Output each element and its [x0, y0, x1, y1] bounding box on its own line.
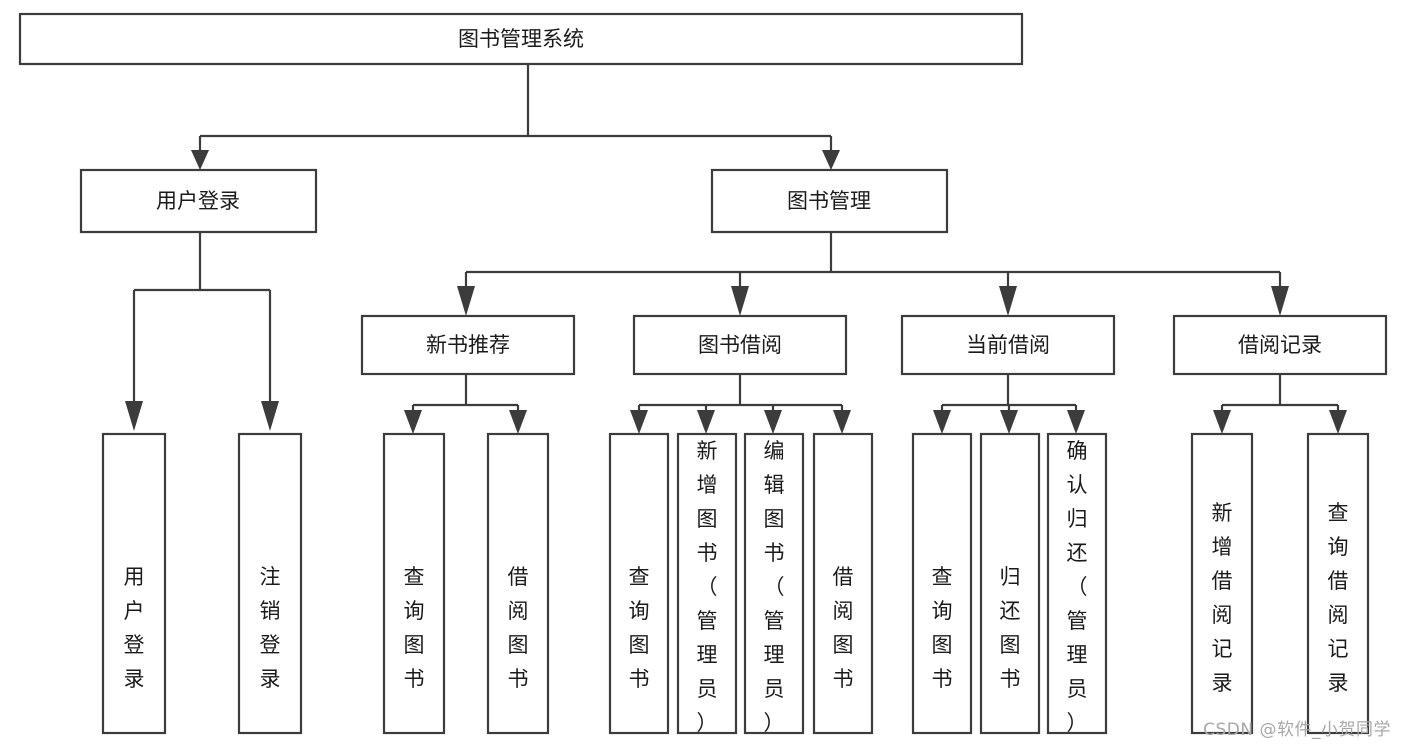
arrow-to-userlogin [191, 150, 209, 170]
arrow-newbook-leaf-2 [509, 410, 527, 434]
leaf-current-borrow-1[interactable]: 查询图书 [911, 432, 973, 735]
leaf-current-borrow-3-label: 确认归还（管理员） [1067, 439, 1088, 735]
leaf-current-borrow-2-box[interactable] [979, 432, 1041, 735]
arrow-borrowrecord-leaf-2 [1329, 410, 1347, 434]
node-root-box[interactable] [18, 12, 1024, 66]
leaf-book-borrow-3-label: 编辑图书（管理员） [764, 439, 785, 735]
node-book-borrow-box[interactable] [632, 314, 848, 376]
node-book-management-label: 图书管理 [787, 189, 871, 213]
node-borrow-record-label: 借阅记录 [1238, 333, 1322, 357]
edges-layer [125, 64, 1347, 434]
leaf-book-borrow-2[interactable]: 新增图书（管理员） [676, 432, 738, 735]
node-root-label: 图书管理系统 [458, 27, 584, 51]
leaf-borrow-record-2[interactable]: 查询借阅记录 [1306, 432, 1370, 735]
leaf-new-book-2[interactable]: 借阅图书 [486, 432, 550, 735]
node-user-login[interactable]: 用户登录 [79, 168, 318, 234]
arrow-bookborrow-leaf-3 [764, 410, 782, 434]
arrow-userlogin-leaf-1 [125, 401, 143, 431]
leaf-book-borrow-3[interactable]: 编辑图书（管理员） [743, 432, 805, 735]
leaf-book-borrow-1-box[interactable] [608, 432, 670, 735]
leaf-current-borrow-3-box[interactable] [1046, 432, 1108, 735]
arrow-currentborrow-leaf-3 [1067, 410, 1085, 434]
node-book-management[interactable]: 图书管理 [710, 168, 949, 234]
node-user-login-label: 用户登录 [156, 189, 240, 213]
arrow-to-bookmgmt [822, 150, 840, 170]
leaf-book-borrow-2-box[interactable] [676, 432, 738, 735]
arrow-currentborrow-leaf-1 [933, 410, 951, 434]
node-current-borrow[interactable]: 当前借阅 [900, 314, 1116, 376]
leaf-borrow-record-1-label: 新增借阅记录 [1212, 501, 1233, 695]
leaf-current-borrow-3[interactable]: 确认归还（管理员） [1046, 432, 1108, 735]
arrow-to-bookborrow [731, 286, 749, 316]
leaf-user-login-1-box[interactable] [101, 432, 167, 735]
leaf-borrow-record-2-label: 查询借阅记录 [1328, 501, 1349, 695]
arrow-to-newbook [457, 286, 475, 316]
arrow-bookborrow-leaf-2 [697, 410, 715, 434]
arrow-borrowrecord-leaf-1 [1213, 410, 1231, 434]
leaf-user-login-1-label: 用户登录 [124, 565, 145, 691]
leaf-book-borrow-4-label: 借阅图书 [833, 565, 854, 691]
leaf-current-borrow-2-label: 归还图书 [1000, 565, 1021, 691]
node-borrow-record-box[interactable] [1172, 314, 1388, 376]
leaf-book-borrow-3-box[interactable] [743, 432, 805, 735]
node-borrow-record[interactable]: 借阅记录 [1172, 314, 1388, 376]
arrow-userlogin-leaf-2 [261, 401, 279, 431]
arrow-to-borrowrecord [1271, 286, 1289, 316]
leaf-new-book-2-label: 借阅图书 [508, 565, 529, 691]
leaf-current-borrow-2[interactable]: 归还图书 [979, 432, 1041, 735]
leaf-book-borrow-2-label: 新增图书（管理员） [697, 439, 718, 735]
arrow-bookborrow-leaf-1 [630, 410, 648, 434]
node-current-borrow-box[interactable] [900, 314, 1116, 376]
arrow-to-currentborrow [999, 286, 1017, 316]
csdn-watermark: CSDN @软件_小贺同学 [1203, 720, 1391, 740]
node-new-book-recommend-box[interactable] [360, 314, 576, 376]
node-user-login-box[interactable] [79, 168, 318, 234]
arrow-newbook-leaf-1 [404, 410, 422, 434]
leaf-new-book-2-box[interactable] [486, 432, 550, 735]
node-new-book-recommend[interactable]: 新书推荐 [360, 314, 576, 376]
node-book-management-box[interactable] [710, 168, 949, 234]
leaf-user-login-2[interactable]: 注销登录 [237, 432, 303, 735]
arrow-bookborrow-leaf-4 [833, 410, 851, 434]
node-new-book-recommend-label: 新书推荐 [426, 333, 510, 357]
node-current-borrow-label: 当前借阅 [966, 333, 1050, 357]
leaf-borrow-record-2-box[interactable] [1306, 432, 1370, 735]
leaf-new-book-1[interactable]: 查询图书 [382, 432, 446, 735]
leaf-new-book-1-box[interactable] [382, 432, 446, 735]
leaf-user-login-2-box[interactable] [237, 432, 303, 735]
leaf-user-login-1[interactable]: 用户登录 [101, 432, 167, 735]
node-book-borrow-label: 图书借阅 [698, 333, 782, 357]
leaf-book-borrow-1[interactable]: 查询图书 [608, 432, 670, 735]
leaf-current-borrow-1-box[interactable] [911, 432, 973, 735]
leaf-user-login-2-label: 注销登录 [260, 565, 281, 691]
leaf-book-borrow-4-box[interactable] [812, 432, 874, 735]
leaf-borrow-record-1[interactable]: 新增借阅记录 [1190, 432, 1254, 735]
leaf-borrow-record-1-box[interactable] [1190, 432, 1254, 735]
leaf-book-borrow-4[interactable]: 借阅图书 [812, 432, 874, 735]
leaf-current-borrow-1-label: 查询图书 [932, 565, 953, 691]
node-root[interactable]: 图书管理系统 [18, 12, 1024, 66]
node-book-borrow[interactable]: 图书借阅 [632, 314, 848, 376]
leaf-new-book-1-label: 查询图书 [404, 565, 425, 691]
leaf-book-borrow-1-label: 查询图书 [629, 565, 650, 691]
arrow-currentborrow-leaf-2 [1000, 410, 1018, 434]
